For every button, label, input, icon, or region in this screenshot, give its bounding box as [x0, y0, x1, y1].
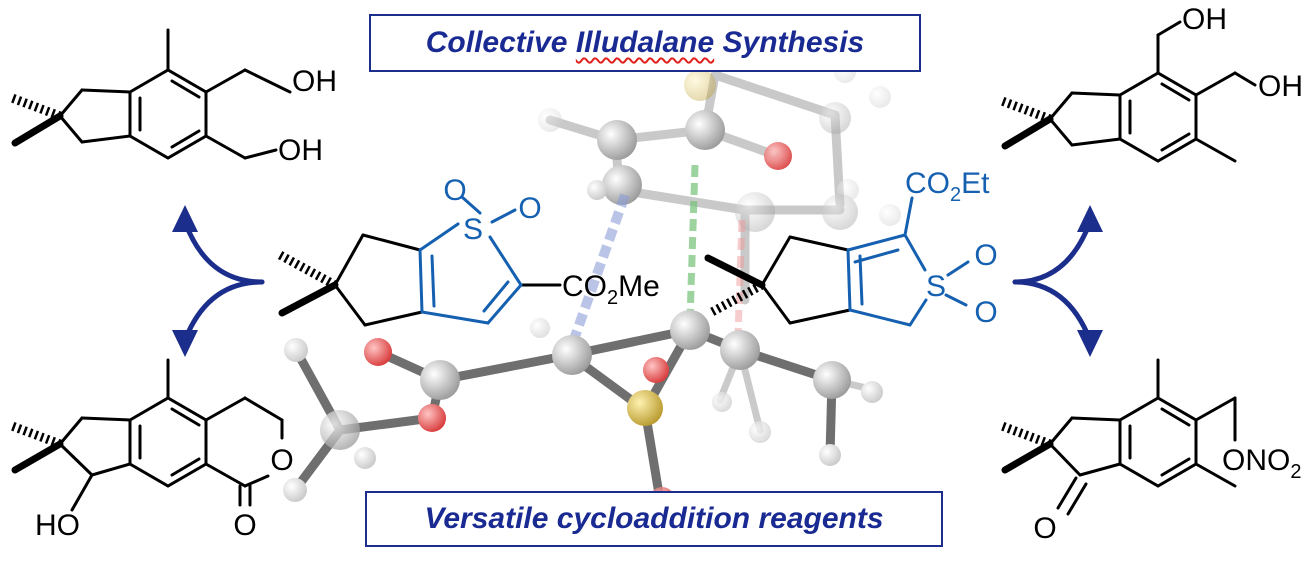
- hydroxyl-label: OH: [1182, 3, 1227, 36]
- forming-bond-green: [686, 164, 699, 321]
- reagent-methyl-ester: S O O CO2Me: [277, 174, 660, 327]
- ring-oxygen-label: O: [270, 444, 293, 477]
- ts-atom-c1: [597, 120, 637, 160]
- hydroxyl-label: HO: [35, 509, 80, 542]
- sulfone-o-label: O: [518, 192, 541, 225]
- product-top-left: OH OH: [10, 28, 337, 167]
- hydroxyl-label: OH: [1258, 70, 1303, 103]
- arrowhead-down-left: [172, 330, 198, 357]
- title-suffix: Synthesis: [714, 26, 865, 59]
- nitrate-label: ONO2: [1222, 444, 1301, 483]
- transition-state-model: [283, 61, 901, 513]
- product-bottom-right: O ONO2: [1000, 358, 1301, 545]
- title-prefix: Collective: [425, 26, 576, 59]
- ts-atom-o1: [764, 142, 792, 170]
- sulfone-s-label: S: [463, 213, 483, 246]
- branch-arrow-right: [1012, 219, 1093, 343]
- ketone-oxygen-label: O: [1033, 512, 1056, 545]
- title-highlight-word: Illudalane: [575, 26, 715, 59]
- ts-lower-atoms: [283, 310, 883, 513]
- product-bottom-left: O O HO: [10, 358, 294, 542]
- reagent-ethyl-ester: S O O CO2Et: [704, 167, 998, 329]
- branch-arrow-left: [182, 219, 265, 343]
- sulfone-s-label: S: [926, 270, 946, 303]
- title-text: Collective Illudalane Synthesis: [426, 26, 865, 60]
- hydroxyl-label: OH: [292, 65, 337, 98]
- subtitle-box: Versatile cycloaddition reagents: [365, 491, 943, 547]
- arrowhead-up-left: [172, 205, 198, 232]
- ester-label: CO2Me: [562, 270, 660, 309]
- hydroxyl-label: OH: [278, 134, 323, 167]
- sulfone-o-label: O: [974, 296, 997, 329]
- sulfone-o-label: O: [974, 239, 997, 272]
- title-box: Collective Illudalane Synthesis: [369, 14, 921, 72]
- arrowhead-down-right: [1077, 330, 1103, 357]
- ts-atom-c2: [685, 110, 725, 150]
- arrowhead-up-right: [1077, 205, 1103, 232]
- forming-bond-blue: [567, 193, 630, 347]
- ester-label: CO2Et: [905, 167, 990, 206]
- sulfone-o-label: O: [443, 174, 466, 207]
- subtitle-text: Versatile cycloaddition reagents: [424, 502, 884, 535]
- product-top-right: OH OH: [1000, 3, 1303, 163]
- carbonyl-oxygen-label: O: [233, 509, 256, 542]
- ts-atom-h1: [587, 180, 607, 200]
- ts-atom-c3: [602, 165, 642, 205]
